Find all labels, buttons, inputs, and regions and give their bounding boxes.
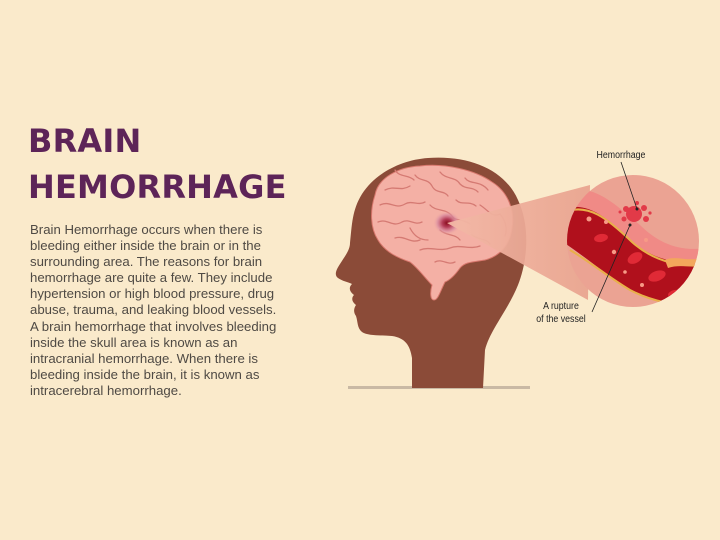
magnified-vessel-circle xyxy=(567,161,699,313)
hemorrhage-label: Hemorrhage xyxy=(596,150,646,161)
rupture-label-line-2: of the vessel xyxy=(536,314,586,325)
slide-body-text: Brain Hemorrhage occurs when there is bl… xyxy=(30,222,277,398)
rupture-label-line-1: A rupture xyxy=(543,301,579,312)
zoom-beam xyxy=(447,185,590,300)
title-line-2: HEMORRHAGE xyxy=(28,168,287,206)
title-line-1: BRAIN xyxy=(28,122,142,160)
brain xyxy=(371,164,514,301)
slide-title: BRAIN HEMORRHAGE xyxy=(28,118,287,210)
